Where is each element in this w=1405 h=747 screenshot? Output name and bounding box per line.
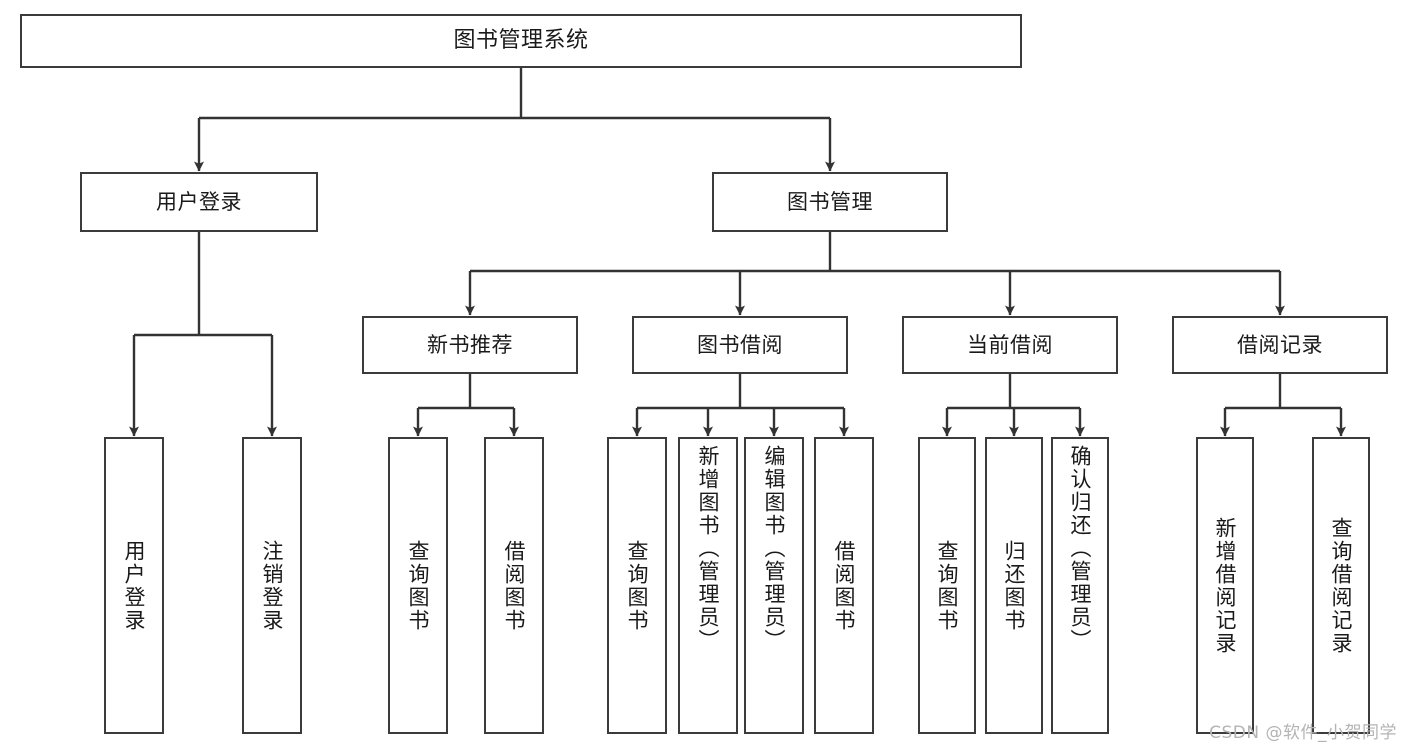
- node-user-login[interactable]: 用户登录: [80, 172, 318, 232]
- node-leaf-query-book-2[interactable]: 查询图书: [607, 437, 667, 734]
- node-book-borrow[interactable]: 图书借阅: [632, 316, 848, 374]
- node-label: 查询借阅记录: [1329, 516, 1354, 655]
- node-label: 用户登录: [122, 539, 147, 632]
- node-leaf-add-book[interactable]: 新增图书（管理员）: [678, 437, 738, 734]
- node-label: 图书管理: [787, 189, 873, 214]
- node-label: 图书管理系统: [453, 28, 589, 54]
- node-label: 归还图书: [1002, 539, 1027, 632]
- node-label: 新增图书（管理员）: [696, 445, 721, 652]
- node-label: 图书借阅: [697, 332, 783, 357]
- node-leaf-query-record[interactable]: 查询借阅记录: [1312, 437, 1370, 734]
- node-label: 注销登录: [260, 539, 285, 632]
- node-leaf-query-book-1[interactable]: 查询图书: [388, 437, 448, 734]
- node-label: 借阅记录: [1237, 332, 1323, 357]
- node-label: 用户登录: [156, 189, 242, 214]
- edge-group: [129, 68, 1346, 437]
- node-label: 当前借阅: [967, 332, 1053, 357]
- node-new-book-rec[interactable]: 新书推荐: [362, 316, 578, 374]
- node-root[interactable]: 图书管理系统: [20, 14, 1022, 68]
- node-book-manage[interactable]: 图书管理: [712, 172, 948, 232]
- node-leaf-logout[interactable]: 注销登录: [242, 437, 302, 734]
- node-leaf-query-book-3[interactable]: 查询图书: [918, 437, 976, 734]
- node-label: 查询图书: [625, 539, 650, 632]
- node-leaf-user-login[interactable]: 用户登录: [104, 437, 164, 734]
- node-borrow-record[interactable]: 借阅记录: [1172, 316, 1388, 374]
- node-label: 新增借阅记录: [1213, 516, 1238, 655]
- node-leaf-edit-book[interactable]: 编辑图书（管理员）: [744, 437, 804, 734]
- node-leaf-borrow-book-2[interactable]: 借阅图书: [814, 437, 874, 734]
- node-leaf-confirm-return[interactable]: 确认归还（管理员）: [1051, 437, 1109, 734]
- watermark: CSDN @软件_小贺同学: [1209, 723, 1397, 743]
- node-leaf-add-record[interactable]: 新增借阅记录: [1196, 437, 1254, 734]
- node-label: 查询图书: [935, 539, 960, 632]
- node-label: 编辑图书（管理员）: [762, 445, 787, 652]
- node-current-borrow[interactable]: 当前借阅: [902, 316, 1118, 374]
- node-label: 借阅图书: [832, 539, 857, 632]
- node-leaf-return-book[interactable]: 归还图书: [985, 437, 1043, 734]
- node-label: 新书推荐: [427, 332, 513, 357]
- node-leaf-borrow-book-1[interactable]: 借阅图书: [484, 437, 544, 734]
- node-label: 确认归还（管理员）: [1068, 445, 1093, 652]
- node-label: 查询图书: [406, 539, 431, 632]
- node-label: 借阅图书: [502, 539, 527, 632]
